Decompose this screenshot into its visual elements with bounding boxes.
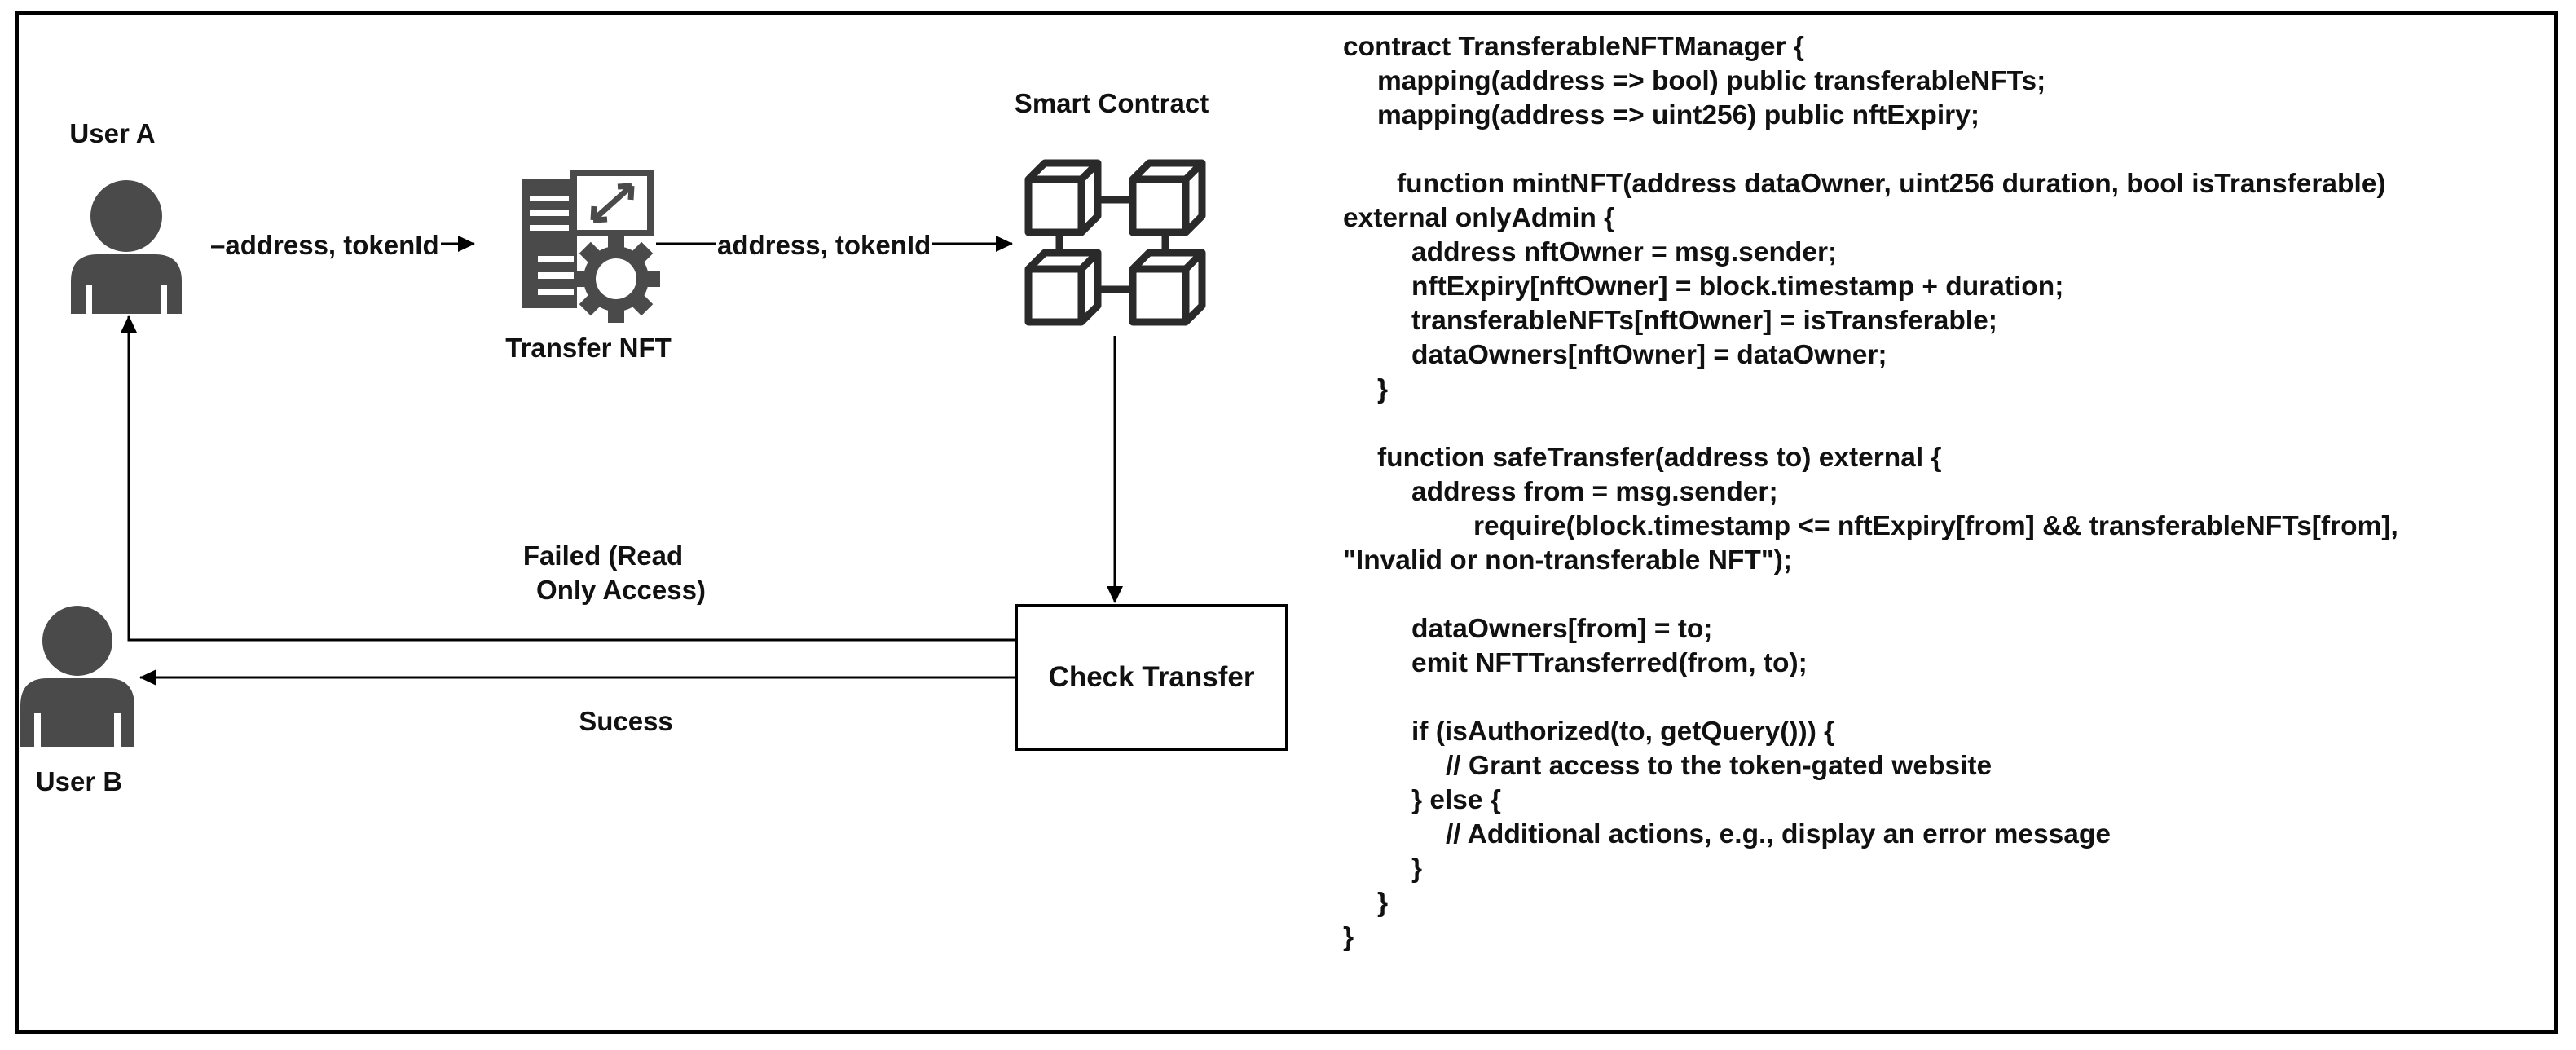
figure-frame bbox=[15, 11, 2558, 1034]
edge-label-failed-line2: Only Access) bbox=[536, 575, 706, 605]
code-line: function mintNFT(address dataOwner, uint… bbox=[1397, 169, 2386, 199]
code-line: } bbox=[1411, 854, 1423, 884]
code-line: require(block.timestamp <= nftExpiry[fro… bbox=[1473, 511, 2398, 541]
code-line: "Invalid or non-transferable NFT"); bbox=[1343, 545, 1793, 576]
code-line: // Grant access to the token-gated websi… bbox=[1446, 751, 1993, 781]
check-transfer-box: Check Transfer bbox=[1015, 604, 1288, 751]
edge-label-address-tokenid-2: address, tokenId bbox=[716, 230, 933, 261]
code-line: if (isAuthorized(to, getQuery())) { bbox=[1411, 717, 1835, 747]
smart-contract-label: Smart Contract bbox=[1014, 88, 1209, 118]
code-line: dataOwners[nftOwner] = dataOwner; bbox=[1411, 340, 1887, 370]
edge-label-success: Sucess bbox=[579, 706, 673, 736]
transfer-nft-server-icon bbox=[522, 170, 660, 323]
code-line: } else { bbox=[1411, 785, 1501, 815]
check-transfer-label: Check Transfer bbox=[1048, 661, 1255, 693]
arrow-failed-to-user-a bbox=[121, 315, 1015, 642]
edge-label-address-tokenid-1: –address, tokenId bbox=[209, 230, 441, 261]
code-line: } bbox=[1377, 374, 1389, 404]
code-line: dataOwners[from] = to; bbox=[1411, 614, 1713, 644]
code-line: emit NFTTransferred(from, to); bbox=[1411, 648, 1808, 678]
code-line: } bbox=[1377, 888, 1389, 918]
code-line: function safeTransfer(address to) extern… bbox=[1377, 443, 1942, 473]
edge-label-failed-line1: Failed (Read bbox=[522, 540, 684, 571]
smart-contract-blockchain-icon bbox=[1024, 159, 1206, 326]
code-line: mapping(address => bool) public transfer… bbox=[1377, 66, 2046, 96]
user-a-label: User A bbox=[69, 118, 156, 148]
code-line: // Additional actions, e.g., display an … bbox=[1446, 819, 2111, 849]
code-line: nftExpiry[nftOwner] = block.timestamp + … bbox=[1411, 271, 2064, 302]
transfer-nft-label: Transfer NFT bbox=[505, 333, 672, 363]
code-line: } bbox=[1343, 922, 1354, 952]
code-line: external onlyAdmin { bbox=[1343, 203, 1615, 233]
user-a-icon bbox=[71, 180, 182, 314]
code-line: mapping(address => uint256) public nftEx… bbox=[1377, 100, 1979, 130]
user-b-label: User B bbox=[35, 766, 123, 796]
code-panel: contract TransferableNFTManager { mappin… bbox=[1343, 31, 2557, 1009]
code-line: address from = msg.sender; bbox=[1411, 477, 1778, 507]
code-line: transferableNFTs[nftOwner] = isTransfera… bbox=[1411, 306, 1997, 336]
code-line: contract TransferableNFTManager { bbox=[1343, 32, 1804, 62]
user-b-icon bbox=[20, 606, 134, 747]
code-line: address nftOwner = msg.sender; bbox=[1411, 237, 1838, 267]
